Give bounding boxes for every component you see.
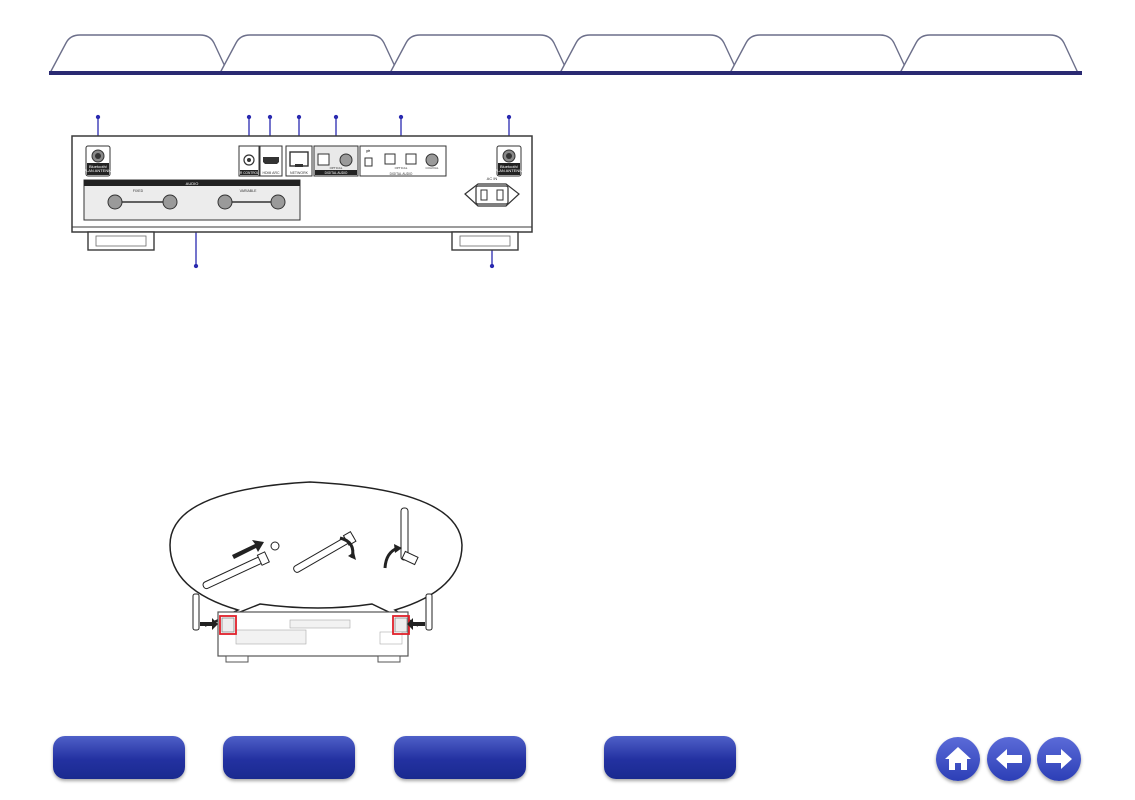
network-label: NETWORK bbox=[290, 171, 309, 175]
tab-1[interactable] bbox=[48, 34, 230, 74]
antenna-terminal-right: Bluetooth/ WLAN ANTENNA bbox=[493, 145, 525, 177]
tab-shapes bbox=[48, 34, 1080, 74]
nav-button-2[interactable] bbox=[223, 736, 355, 779]
ac-in-inlet: AC IN bbox=[464, 176, 520, 207]
arrow-left-icon bbox=[996, 749, 1022, 769]
tab-4[interactable] bbox=[558, 34, 740, 74]
forward-button[interactable] bbox=[1037, 737, 1081, 781]
callout-lines bbox=[95, 114, 512, 269]
digital-audio-in: ⇌ OPTICAL COAXIAL DIGITAL AUDIO bbox=[359, 145, 447, 177]
tab-5[interactable] bbox=[728, 34, 910, 74]
digital-audio-out-label: DIGITAL AUDIO bbox=[325, 171, 348, 175]
antenna-left-label: Bluetooth/ bbox=[89, 164, 108, 169]
antenna-right-label: Bluetooth/ bbox=[500, 164, 519, 169]
nav-button-4[interactable] bbox=[604, 736, 736, 779]
optical-out-label: OPTICAL bbox=[330, 166, 343, 170]
antenna-installation-illustration bbox=[169, 481, 463, 663]
optical-in-label: OPTICAL bbox=[395, 166, 408, 170]
network-port: NETWORK bbox=[285, 145, 313, 177]
tab-bar bbox=[0, 0, 1135, 80]
svg-text:WLAN ANTENNA: WLAN ANTENNA bbox=[82, 168, 114, 173]
hdmi-arc-port: HDMI ARC bbox=[259, 145, 283, 177]
coaxial-in-label: COAXIAL bbox=[425, 166, 438, 170]
digital-audio-in-label: DIGITAL AUDIO bbox=[390, 172, 413, 176]
usb-icon: ⇌ bbox=[366, 149, 370, 155]
home-button[interactable] bbox=[936, 737, 980, 781]
digital-audio-out: OPTICAL DIGITAL AUDIO bbox=[313, 145, 359, 177]
ir-control-label: IR CONTROL bbox=[239, 171, 259, 175]
tab-2[interactable] bbox=[218, 34, 400, 74]
tab-3[interactable] bbox=[388, 34, 570, 74]
header-rule bbox=[49, 71, 1082, 75]
variable-label: VARIABLE bbox=[240, 189, 258, 193]
fixed-label: FIXED bbox=[133, 189, 144, 193]
nav-button-1[interactable] bbox=[53, 736, 185, 779]
audio-section-label: AUDIO bbox=[186, 181, 199, 186]
home-icon bbox=[945, 747, 971, 770]
ir-control-jack: IR CONTROL bbox=[238, 145, 260, 177]
arrow-right-icon bbox=[1046, 749, 1072, 769]
ac-in-label: AC IN bbox=[487, 176, 498, 181]
nav-button-3[interactable] bbox=[394, 736, 526, 779]
antenna-terminal-left: Bluetooth/ WLAN ANTENNA bbox=[82, 145, 114, 177]
analog-audio-out: AUDIO FIXED VARIABLE bbox=[83, 179, 301, 221]
hdmi-arc-label: HDMI ARC bbox=[262, 171, 280, 175]
tab-6[interactable] bbox=[898, 34, 1080, 74]
svg-text:WLAN ANTENNA: WLAN ANTENNA bbox=[493, 168, 525, 173]
back-button[interactable] bbox=[987, 737, 1031, 781]
antenna-terminal-highlight-left bbox=[219, 615, 237, 635]
